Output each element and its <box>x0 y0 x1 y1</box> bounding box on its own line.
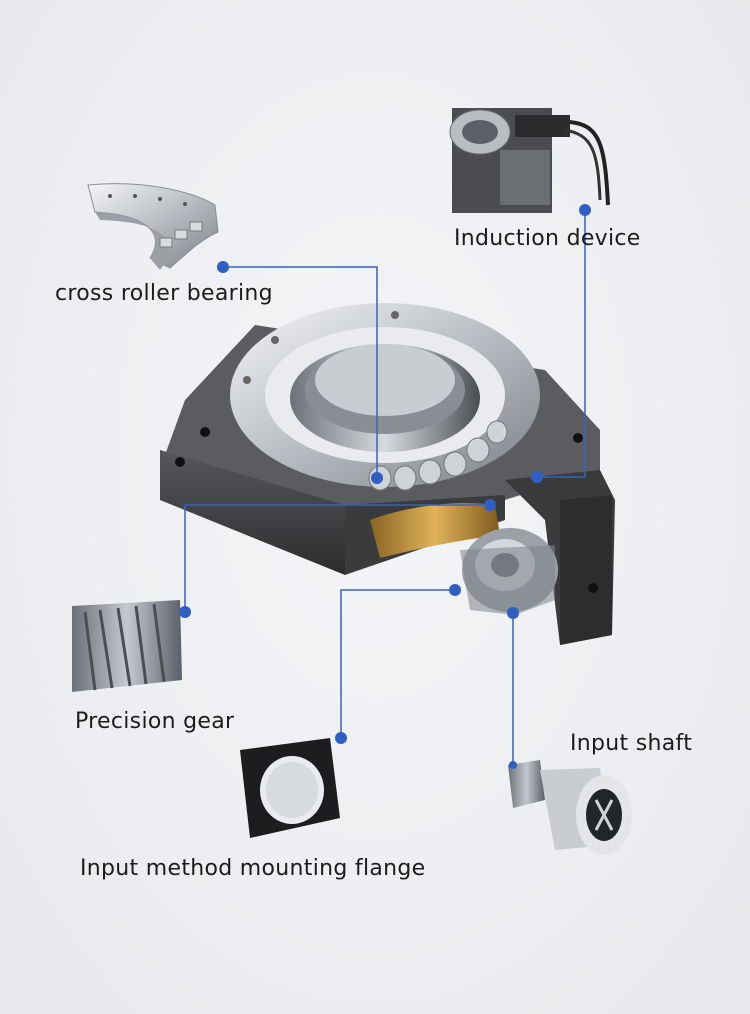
label-cross-roller-bearing: cross roller bearing <box>55 281 273 306</box>
callout-dots <box>179 204 591 769</box>
induction-device-image <box>449 108 610 213</box>
leader-lines <box>184 210 586 765</box>
label-input-flange: Input method mounting flange <box>80 856 426 881</box>
label-precision-gear: Precision gear <box>75 709 235 734</box>
precision-gear-image <box>72 600 182 692</box>
label-induction-device: Induction device <box>454 226 641 251</box>
roller-elements <box>368 420 508 491</box>
cross-roller-bearing-image <box>87 183 219 270</box>
rotary-actuator-image <box>160 303 615 645</box>
input-flange-image <box>240 738 340 838</box>
label-input-shaft: Input shaft <box>570 731 693 756</box>
input-shaft-image <box>508 760 632 855</box>
